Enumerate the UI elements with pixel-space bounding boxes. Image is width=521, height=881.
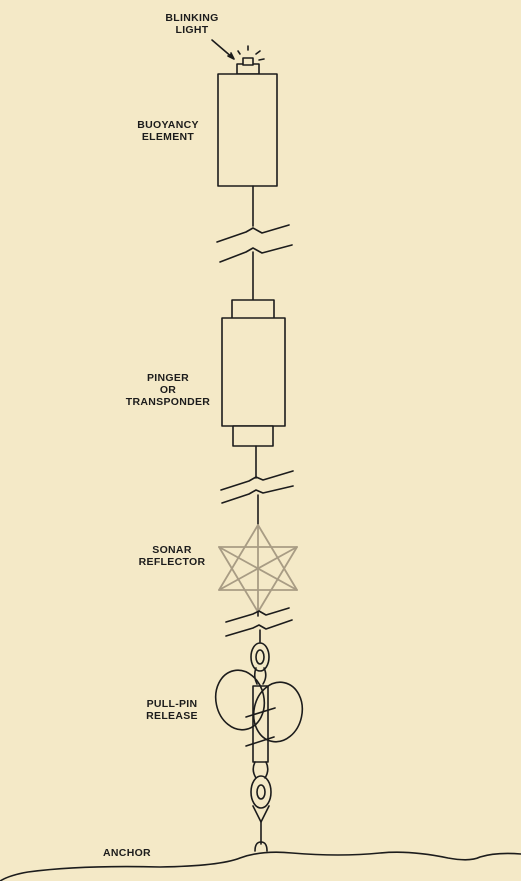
label-line: RELEASE bbox=[146, 710, 198, 722]
sonar-reflector-icon bbox=[218, 524, 298, 613]
label-line: REFLECTOR bbox=[138, 556, 206, 568]
label-line: ELEMENT bbox=[141, 131, 195, 143]
label-line: TRANSPONDER bbox=[125, 396, 211, 408]
pull-pin-release-label: PULL-PIN RELEASE bbox=[136, 698, 208, 722]
cable-break-mark bbox=[220, 470, 294, 504]
label-line: ANCHOR bbox=[103, 847, 151, 859]
anchor-label: ANCHOR bbox=[92, 847, 162, 859]
buoyancy-element bbox=[217, 73, 278, 187]
anchor-icon bbox=[254, 841, 268, 852]
blinking-light-icon bbox=[236, 45, 265, 75]
seabed-line bbox=[0, 851, 521, 881]
cable-break-mark bbox=[216, 224, 293, 263]
pinger-transponder bbox=[221, 299, 286, 447]
label-line: OR bbox=[159, 384, 177, 396]
label-line: SONAR bbox=[152, 544, 192, 556]
pinger-transponder-label: PINGER OR TRANSPONDER bbox=[122, 372, 214, 408]
label-line: PULL-PIN bbox=[146, 698, 198, 710]
label-line: PINGER bbox=[146, 372, 190, 384]
label-line: BLINKING bbox=[165, 12, 219, 24]
label-line: BUOYANCY bbox=[137, 119, 199, 131]
blinking-light-label: BLINKING LIGHT bbox=[158, 12, 226, 36]
blinking-light-arrow bbox=[211, 39, 235, 60]
sonar-reflector-label: SONAR REFLECTOR bbox=[132, 544, 212, 568]
buoyancy-element-label: BUOYANCY ELEMENT bbox=[128, 119, 208, 143]
pull-pin-release bbox=[214, 642, 304, 823]
label-line: LIGHT bbox=[175, 24, 209, 36]
cable-break-mark bbox=[225, 607, 293, 637]
